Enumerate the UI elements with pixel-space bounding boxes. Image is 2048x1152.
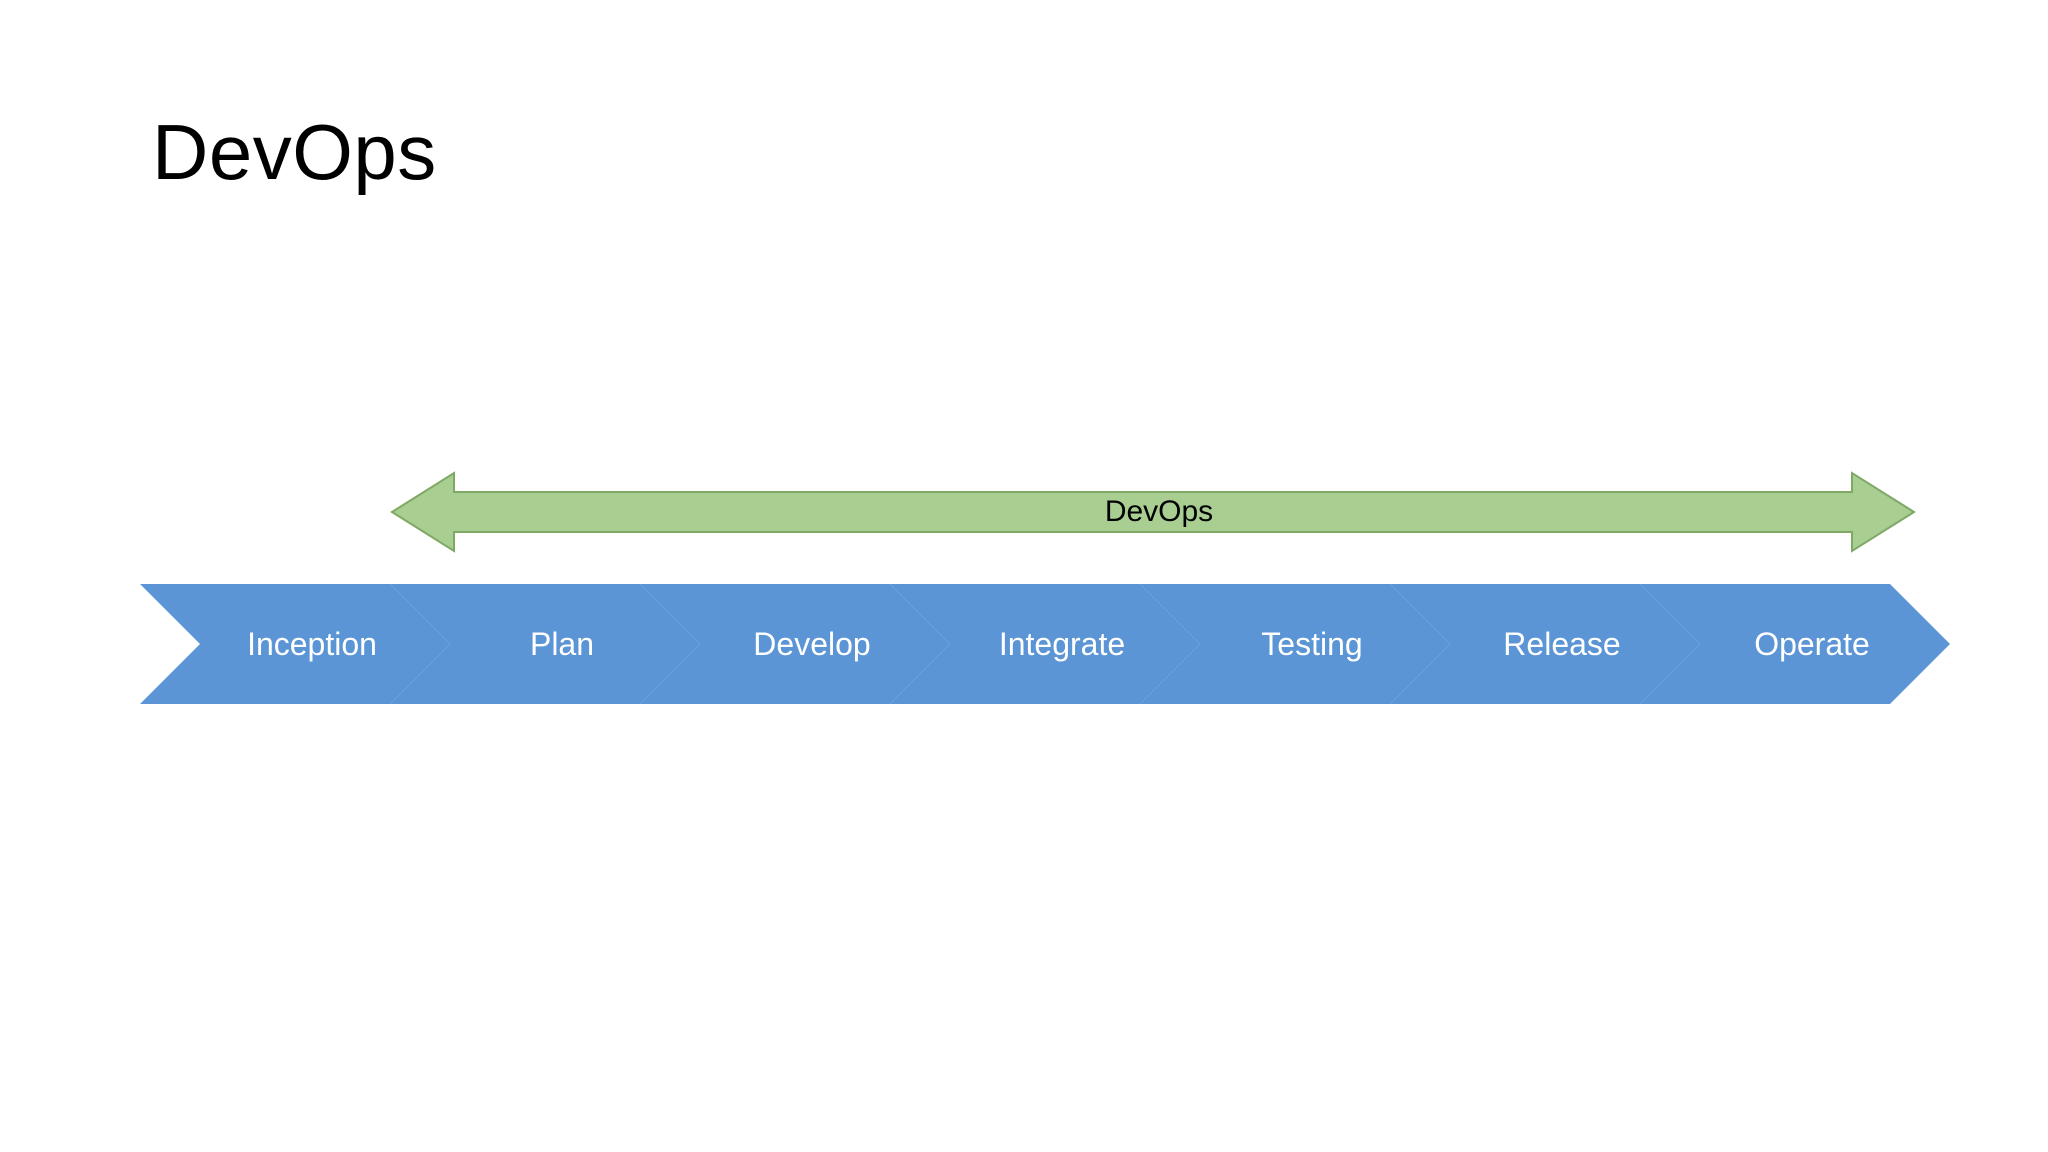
- pipeline-stage-develop[interactable]: [640, 584, 950, 704]
- chevron-icon: [1140, 584, 1450, 704]
- chevron-icon: [390, 584, 700, 704]
- pipeline-stage-operate[interactable]: [1640, 584, 1950, 704]
- pipeline-chevron-row: Inception Plan Develop Integrate: [140, 584, 1950, 704]
- pipeline-stage-plan[interactable]: [390, 584, 700, 704]
- chevron-icon: [890, 584, 1200, 704]
- pipeline-stage-inception[interactable]: [140, 584, 450, 704]
- chevron-icon: [140, 584, 450, 704]
- pipeline-stage-integrate[interactable]: [890, 584, 1200, 704]
- pipeline-stage-release[interactable]: [1390, 584, 1700, 704]
- pipeline-stage-testing[interactable]: [1140, 584, 1450, 704]
- chevron-icon: [640, 584, 950, 704]
- devops-span-arrow[interactable]: DevOps: [390, 468, 1916, 556]
- double-arrow-icon: [390, 471, 1916, 553]
- page-title: DevOps: [152, 108, 437, 196]
- chevron-icon: [1640, 584, 1950, 704]
- chevron-icon: [1390, 584, 1700, 704]
